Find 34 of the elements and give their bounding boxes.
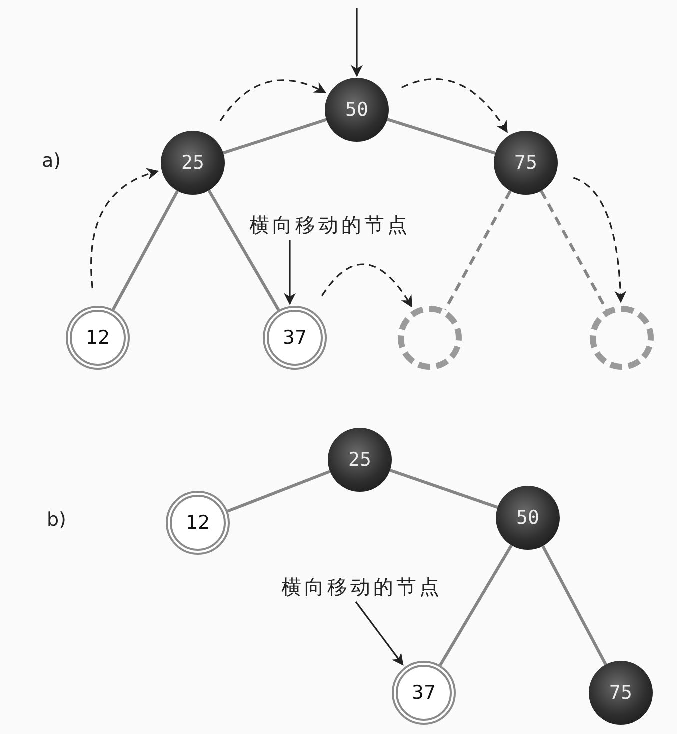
tree-node: 37 bbox=[263, 306, 327, 370]
curved-arrow bbox=[220, 80, 326, 122]
tree-node: 50 bbox=[496, 486, 560, 550]
arrow bbox=[284, 240, 296, 306]
tree-edge bbox=[444, 190, 512, 311]
annotation-text: 横向移动的节点 bbox=[274, 572, 450, 602]
tree-edge bbox=[222, 118, 328, 155]
tree-edge bbox=[540, 190, 608, 311]
tree-edge bbox=[208, 190, 280, 312]
tree-node: 50 bbox=[325, 78, 389, 142]
curved-arrow bbox=[573, 177, 627, 304]
tree-node: 25 bbox=[328, 428, 392, 492]
annotation-text: 横向移动的节点 bbox=[242, 210, 418, 240]
tree-node: 25 bbox=[161, 131, 225, 195]
curved-arrow bbox=[321, 264, 413, 308]
tree-node: 12 bbox=[166, 491, 230, 555]
tree-node: 37 bbox=[392, 661, 456, 725]
placeholder-circle bbox=[398, 306, 462, 370]
placeholder-circle bbox=[590, 306, 654, 370]
tree-node: 12 bbox=[66, 306, 130, 370]
part-label: b) bbox=[47, 509, 66, 531]
tree-node: 75 bbox=[589, 661, 653, 725]
tree-edge bbox=[387, 118, 496, 155]
part-label: a) bbox=[42, 150, 62, 172]
arrow bbox=[351, 8, 363, 78]
curved-arrow bbox=[90, 168, 160, 288]
tree-edge bbox=[390, 469, 498, 509]
tree-edge bbox=[542, 546, 608, 666]
tree-edge bbox=[439, 544, 513, 666]
tree-node: 75 bbox=[494, 131, 558, 195]
tree-edge bbox=[112, 190, 180, 311]
curved-arrow bbox=[402, 78, 508, 134]
tree-edge bbox=[227, 470, 331, 513]
arrow bbox=[355, 602, 404, 666]
